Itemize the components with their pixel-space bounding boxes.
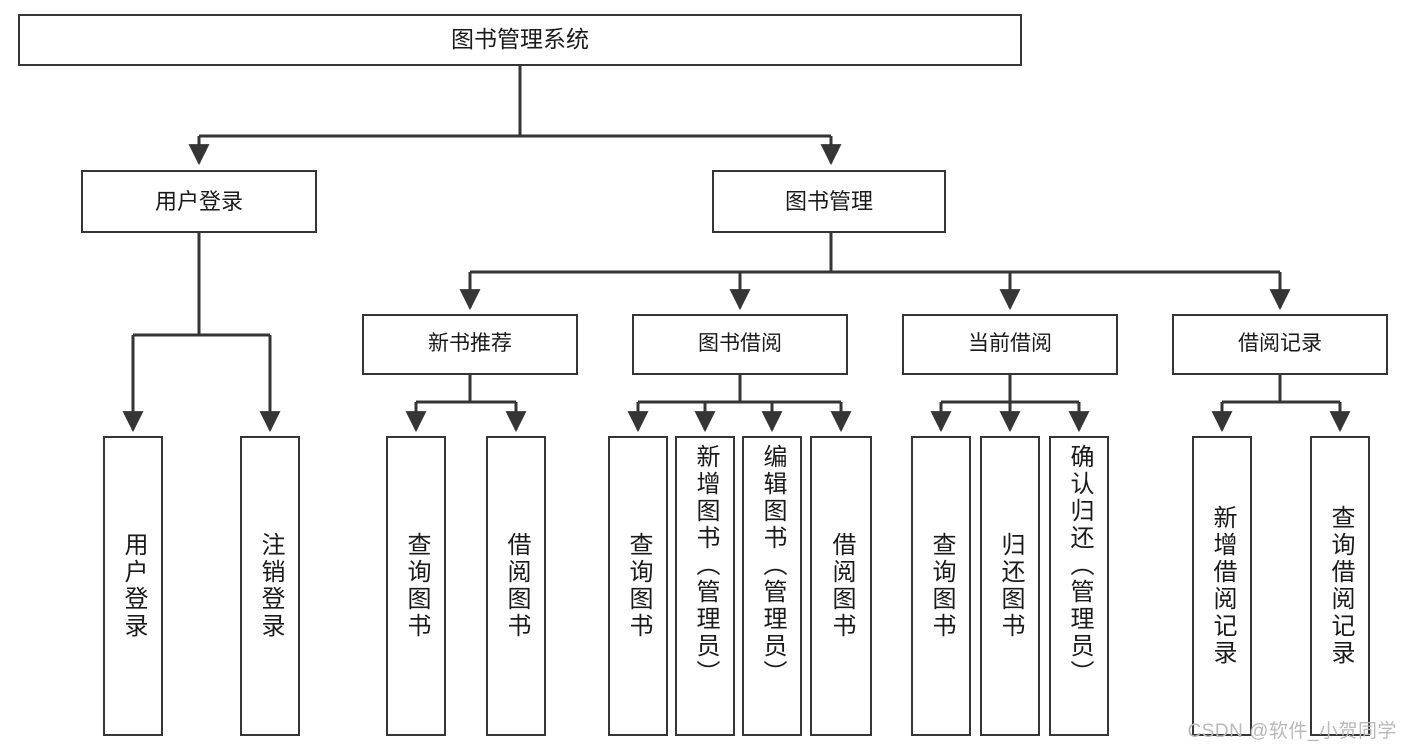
leaf-record-add-record[interactable]: 新增借阅记录	[1192, 436, 1252, 736]
node-label: 借阅图书	[828, 532, 855, 640]
leaf-current-query-book[interactable]: 查询图书	[911, 436, 971, 736]
node-label: 借阅图书	[503, 532, 530, 640]
node-label: 查询图书	[403, 532, 430, 640]
node-label: 新增图书（管理员）	[692, 444, 719, 687]
node-label: 归还图书	[997, 532, 1024, 640]
node-current-borrow[interactable]: 当前借阅	[902, 314, 1118, 375]
node-label: 查询图书	[625, 532, 652, 640]
node-label: 查询借阅记录	[1327, 505, 1354, 667]
node-book-borrow[interactable]: 图书借阅	[632, 314, 848, 375]
node-label: 确认归还（管理员）	[1066, 444, 1093, 687]
leaf-borrow-add-book-admin[interactable]: 新增图书（管理员）	[675, 436, 735, 736]
node-user-login[interactable]: 用户登录	[81, 170, 317, 233]
leaf-borrow-query-book[interactable]: 查询图书	[608, 436, 668, 736]
node-label: 查询图书	[928, 532, 955, 640]
watermark: CSDN @软件_小贺同学	[1187, 721, 1397, 742]
leaf-user-login-logout[interactable]: 注销登录	[240, 436, 300, 736]
node-label: 图书管理	[784, 188, 873, 214]
leaf-current-confirm-return-admin[interactable]: 确认归还（管理员）	[1049, 436, 1109, 736]
node-book-management-system[interactable]: 图书管理系统	[18, 14, 1022, 66]
node-borrow-record[interactable]: 借阅记录	[1172, 314, 1388, 375]
node-label: 用户登录	[154, 188, 243, 214]
leaf-current-return-book[interactable]: 归还图书	[980, 436, 1040, 736]
leaf-user-login-login[interactable]: 用户登录	[103, 436, 163, 736]
node-book-management[interactable]: 图书管理	[712, 170, 946, 233]
node-label: 编辑图书（管理员）	[759, 444, 786, 687]
node-label: 新增借阅记录	[1209, 505, 1236, 667]
node-label: 注销登录	[257, 532, 284, 640]
leaf-borrow-borrow-book[interactable]: 借阅图书	[810, 436, 872, 736]
leaf-recommend-query-book[interactable]: 查询图书	[386, 436, 446, 736]
node-label: 借阅记录	[1238, 332, 1322, 356]
leaf-borrow-edit-book-admin[interactable]: 编辑图书（管理员）	[742, 436, 802, 736]
node-label: 图书借阅	[698, 332, 782, 356]
leaf-record-query-record[interactable]: 查询借阅记录	[1310, 436, 1370, 736]
leaf-recommend-borrow-book[interactable]: 借阅图书	[486, 436, 546, 736]
node-label: 用户登录	[120, 532, 147, 640]
node-label: 图书管理系统	[451, 26, 589, 53]
node-label: 新书推荐	[428, 332, 512, 356]
node-label: 当前借阅	[968, 332, 1052, 356]
node-new-book-recommend[interactable]: 新书推荐	[362, 314, 578, 375]
